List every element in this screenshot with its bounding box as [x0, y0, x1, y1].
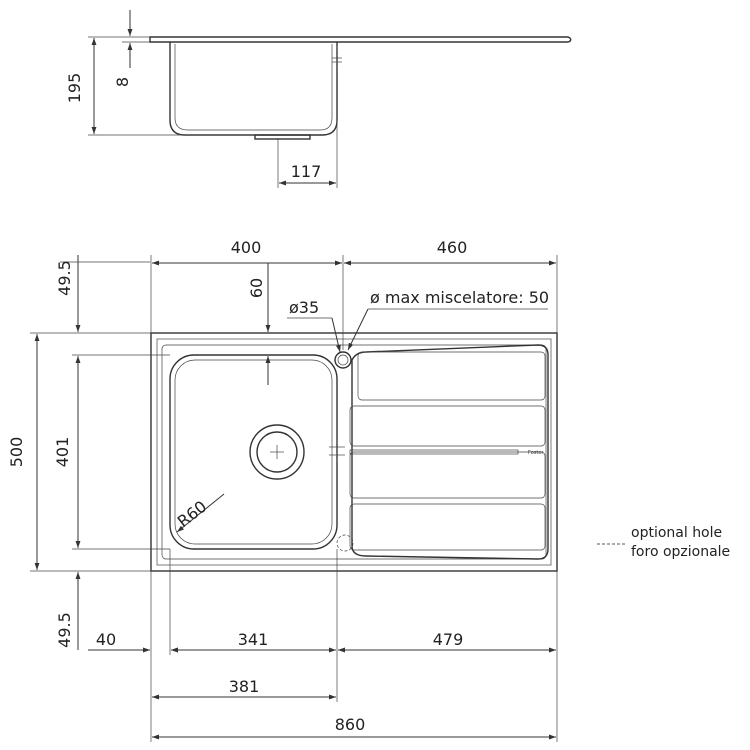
brand-mark: Foster — [528, 450, 544, 456]
dim-381: 381 — [229, 677, 260, 696]
dim-460: 460 — [437, 238, 468, 257]
dim-40: 40 — [96, 630, 116, 649]
dim-195: 195 — [65, 73, 84, 104]
legend: optional hole foro opzionale — [597, 525, 730, 560]
drainer-rib — [357, 351, 546, 401]
drainer-rib — [349, 451, 546, 499]
top-view: Foster — [150, 332, 558, 572]
dim-860: 860 — [335, 715, 366, 734]
label-r60: R60 — [174, 497, 211, 531]
side-view: 195 8 117 — [65, 10, 572, 188]
side-bowl — [169, 42, 338, 136]
dim-479: 479 — [433, 630, 464, 649]
brand-slot — [349, 449, 519, 455]
label-mixer-max: ø max miscelatore: 50 — [370, 288, 549, 307]
legend-optional-hole: optional hole — [631, 525, 722, 541]
drain-inner — [256, 431, 298, 473]
dim-117: 117 — [291, 162, 322, 181]
legend-foro-opzionale: foro opzionale — [631, 544, 730, 560]
label-dia-35: ø35 — [289, 298, 319, 317]
drainer-rib — [349, 503, 546, 551]
side-bowl-inner — [174, 44, 333, 131]
dim-500: 500 — [7, 437, 26, 468]
tap-hole — [334, 351, 352, 369]
sink-inner-rim — [156, 338, 552, 566]
side-drain — [254, 134, 311, 140]
optional-hole — [336, 534, 354, 552]
dim-60: 60 — [247, 278, 266, 298]
drainer — [351, 344, 549, 560]
top-dimensions: 400 460 49.5 500 401 49.5 60 ø35 ø — [7, 238, 558, 742]
dim-341: 341 — [238, 630, 269, 649]
dim-400: 400 — [231, 238, 262, 257]
dim-401: 401 — [53, 437, 72, 468]
side-flange — [149, 36, 572, 43]
sink-outer-rim — [150, 332, 558, 572]
dim-49-5-top: 49.5 — [55, 260, 74, 296]
drainer-rib — [349, 405, 546, 447]
bowl-inner — [174, 359, 333, 545]
dim-49-5-bottom: 49.5 — [55, 612, 74, 648]
dim-8: 8 — [113, 77, 132, 87]
drain-outer — [249, 424, 305, 480]
